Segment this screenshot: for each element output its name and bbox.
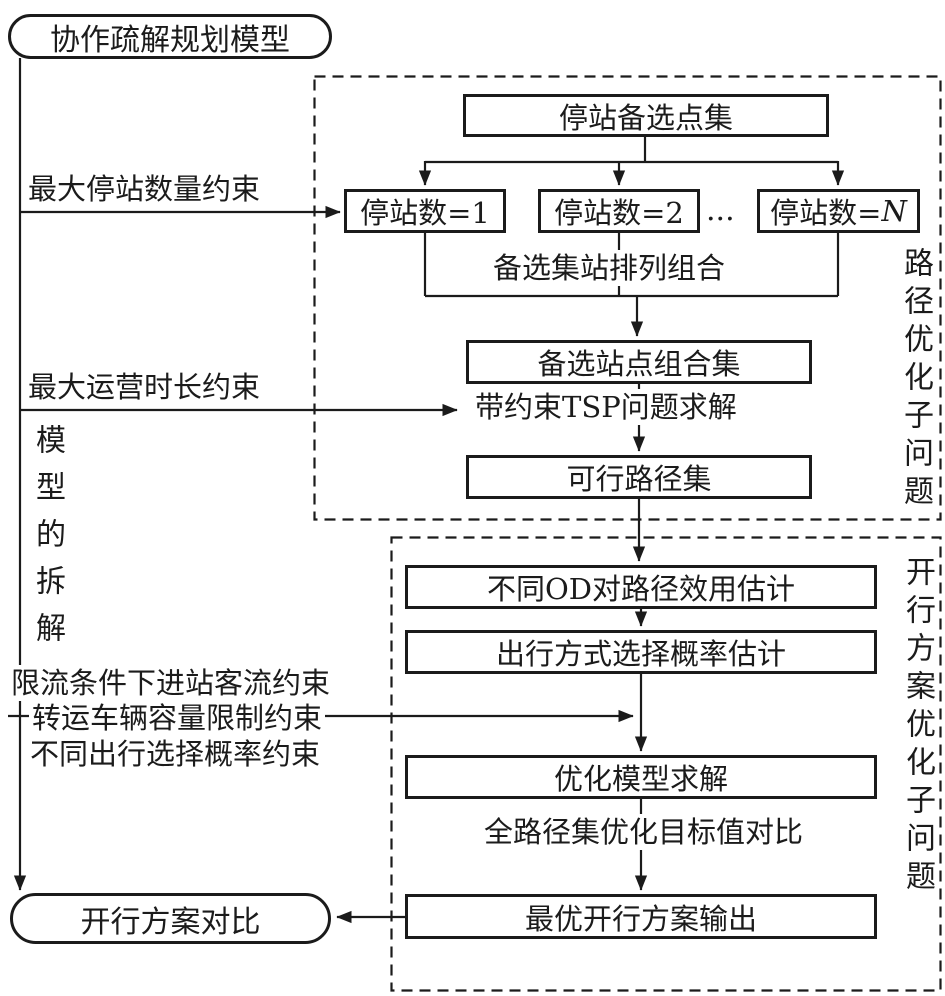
vehicle-capacity-constraint-label: 转运车辆容量限制约束 [29,700,326,737]
node-candidate-station-combo-set: 备选站点组合集 [466,340,812,384]
path-subproblem-boundary [313,75,942,521]
max-stop-count-constraint-label: 最大停站数量约束 [28,172,261,206]
model-decomposition-label: 模型的拆解 [30,424,65,659]
node-feasible-path-set: 可行路径集 [466,455,812,499]
node-mode-choice-probability: 出行方式选择概率估计 [405,630,877,674]
plan-subproblem-boundary [390,536,942,992]
plan-subproblem-title: 开行方案优化子问题 [900,556,935,898]
stops-n-prefix: 停站数= [770,196,882,230]
node-optimization-model-solve: 优化模型求解 [405,755,877,799]
stops-n-variable: N [881,194,907,228]
node-stop-candidate-set: 停站备选点集 [463,94,829,137]
flow-arrows [8,58,845,924]
max-operation-duration-constraint-label: 最大运营时长约束 [28,370,261,404]
inflow-restriction-constraint-label: 限流条件下进站客流约束 [8,665,334,702]
node-best-plan-output: 最优开行方案输出 [405,894,877,939]
node-od-path-utility: 不同OD对路径效用估计 [405,565,877,609]
constrained-tsp-label: 带约束TSP问题求解 [472,389,740,426]
node-stops-equal-2: 停站数=2 [538,189,700,233]
node-plan-comparison: 开行方案对比 [10,893,331,944]
node-stops-equal-n: 停站数=N [757,189,920,233]
path-subproblem-title: 路径优化子问题 [898,247,933,513]
ellipsis-label: ... [706,193,735,228]
objective-comparison-label: 全路径集优化目标值对比 [481,814,807,851]
node-stops-equal-1: 停站数=1 [344,189,506,233]
choice-probability-constraint-label: 不同出行选择概率约束 [27,736,324,773]
permutation-combination-label: 备选集站排列组合 [490,250,729,287]
node-cooperative-evacuation-model: 协作疏解规划模型 [8,14,332,59]
